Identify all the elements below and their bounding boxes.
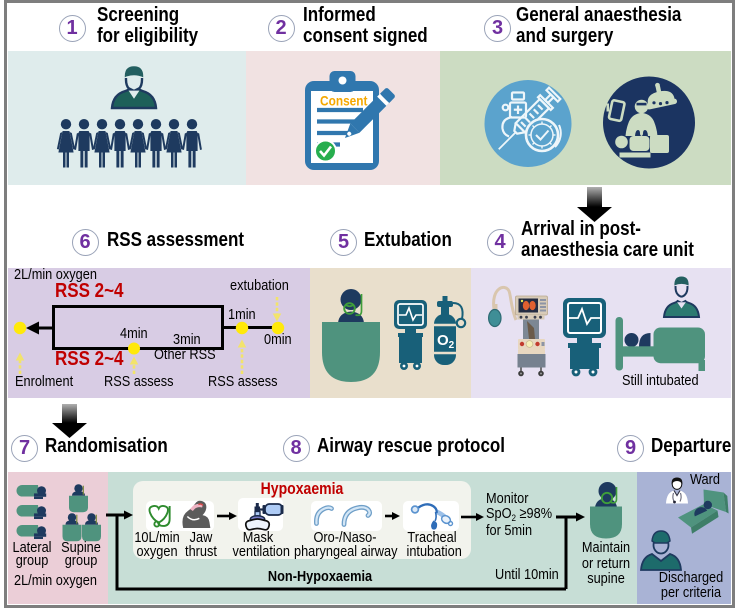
svg-text:Consent: Consent: [320, 93, 368, 109]
